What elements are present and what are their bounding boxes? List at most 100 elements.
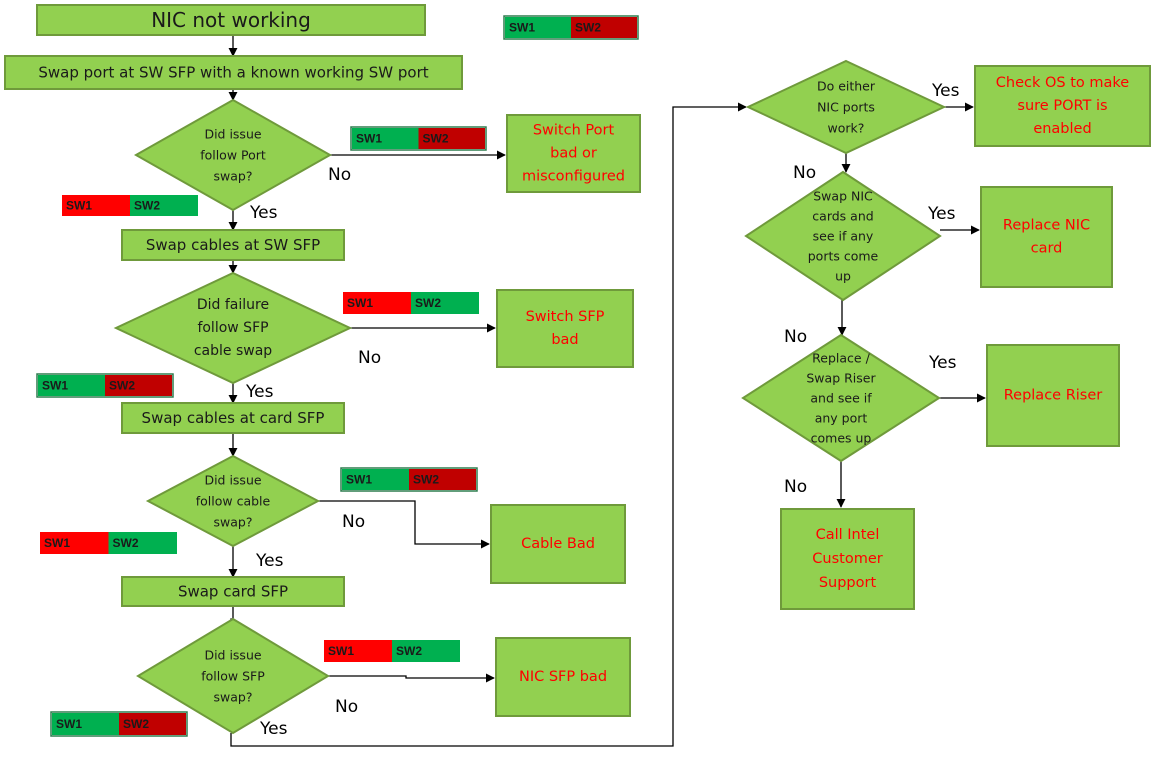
decision-diamond xyxy=(133,98,333,212)
sw2-label: SW2 xyxy=(413,473,439,487)
node-swap-cables-sw: Swap cables at SW SFP xyxy=(121,229,345,261)
node-text-line: swap? xyxy=(214,690,253,705)
node-q-swap-nic: Swap NIC cards and see if any ports come up xyxy=(744,170,942,302)
status-bar-port-yes: SW1 SW2 xyxy=(62,195,198,216)
edge-label-no: No xyxy=(328,165,351,185)
sw1-label: SW1 xyxy=(44,536,70,550)
node-text-line: Do either xyxy=(817,79,876,94)
status-bar-sfp-yes: SW1 SW2 xyxy=(50,711,188,737)
node-text-line: and see if xyxy=(810,391,872,406)
sw1-label: SW1 xyxy=(356,132,382,146)
node-swap-cables-card: Swap cables at card SFP xyxy=(121,402,345,434)
node-text-line: Swap port at SW SFP with a known working… xyxy=(38,64,428,82)
edge-label-no: No xyxy=(784,477,807,497)
sw2-status-cell xyxy=(105,375,172,396)
result-box xyxy=(780,508,915,610)
node-text-line: Swap Riser xyxy=(806,371,876,386)
status-bar-border xyxy=(50,711,188,737)
node-text-line: Replace NIC xyxy=(1003,218,1090,234)
edge-label-yes: Yes xyxy=(255,551,284,571)
node-text-line: up xyxy=(835,269,851,284)
node-text-line: any port xyxy=(815,411,868,426)
node-text-line: Cable Bad xyxy=(521,536,595,552)
sw2-label: SW2 xyxy=(415,296,441,310)
sw2-label: SW2 xyxy=(113,536,139,550)
node-text-line: Swap cables at card SFP xyxy=(142,409,325,427)
node-text-line: cards and xyxy=(812,209,873,224)
result-box xyxy=(496,289,634,368)
status-bar-sfpcable-yes: SW1 SW2 xyxy=(36,373,174,398)
node-text-line: Customer xyxy=(812,551,882,567)
process-box xyxy=(36,4,426,36)
sw1-status-cell xyxy=(324,640,392,662)
node-text-line: bad xyxy=(551,332,578,348)
sw1-label: SW1 xyxy=(66,199,92,213)
sw2-label: SW2 xyxy=(575,21,601,35)
result-box xyxy=(506,114,641,193)
sw1-label: SW1 xyxy=(328,644,354,658)
sw1-status-cell xyxy=(343,292,411,314)
node-text-line: Switch Port xyxy=(533,123,615,139)
process-box xyxy=(121,402,345,434)
sw1-label: SW1 xyxy=(346,473,372,487)
decision-diamond xyxy=(113,271,353,385)
node-text-line: Call Intel xyxy=(816,527,880,543)
result-box xyxy=(980,186,1113,288)
sw2-label: SW2 xyxy=(396,644,422,658)
edge-label-no: No xyxy=(793,163,816,183)
status-bar-legend: SW1 SW2 xyxy=(503,15,639,40)
node-text-line: ports come xyxy=(808,249,879,264)
edge-label-yes: Yes xyxy=(927,204,956,224)
node-text-line: Replace / xyxy=(812,351,870,366)
edges-layer xyxy=(226,35,986,747)
sw1-status-cell xyxy=(62,195,130,216)
sw1-status-cell xyxy=(342,469,409,490)
sw2-label: SW2 xyxy=(109,379,135,393)
node-text-line: comes up xyxy=(811,431,872,446)
sw1-status-cell xyxy=(352,128,419,149)
edge-label-yes: Yes xyxy=(249,203,278,223)
sw2-label: SW2 xyxy=(134,199,160,213)
sw2-label: SW2 xyxy=(123,717,149,731)
node-text-line: bad or xyxy=(550,146,597,162)
node-text-line: follow SFP xyxy=(201,669,265,684)
decision-diamond xyxy=(745,59,947,155)
node-text-line: NIC ports xyxy=(817,100,875,115)
node-text-line: NIC SFP bad xyxy=(519,669,607,685)
sw2-label: SW2 xyxy=(423,132,449,146)
process-box xyxy=(121,229,345,261)
sw1-label: SW1 xyxy=(42,379,68,393)
result-box xyxy=(974,65,1151,147)
sw2-status-cell xyxy=(108,532,177,554)
node-text-line: Swap cables at SW SFP xyxy=(146,236,320,254)
node-swap-port: Swap port at SW SFP with a known working… xyxy=(4,55,463,90)
sw1-label: SW1 xyxy=(509,21,535,35)
node-text-line: Did issue xyxy=(204,473,261,488)
status-bar-border xyxy=(350,126,487,151)
process-box xyxy=(121,576,345,607)
node-text-line: NIC not working xyxy=(151,8,311,32)
node-text-line: Support xyxy=(819,575,877,591)
node-text-line: Swap NIC xyxy=(813,189,873,204)
sw1-label: SW1 xyxy=(56,717,82,731)
edge-q-sfp-to-q-nic-ports xyxy=(230,102,747,747)
decision-diamond xyxy=(744,170,942,302)
sw2-status-cell xyxy=(409,469,476,490)
node-text-line: Did issue xyxy=(204,127,261,142)
sw1-status-cell xyxy=(40,532,109,554)
result-box xyxy=(490,504,626,584)
node-text-line: see if any xyxy=(813,229,874,244)
node-text-line: cable swap xyxy=(194,343,272,359)
edge-label-no: No xyxy=(784,327,807,347)
sw2-status-cell xyxy=(130,195,198,216)
status-bar-border xyxy=(340,467,478,492)
status-bar-border xyxy=(36,373,174,398)
sw2-status-cell xyxy=(119,713,186,735)
status-bar-sfp-no: SW1 SW2 xyxy=(324,640,460,662)
sw2-status-cell xyxy=(392,640,460,662)
